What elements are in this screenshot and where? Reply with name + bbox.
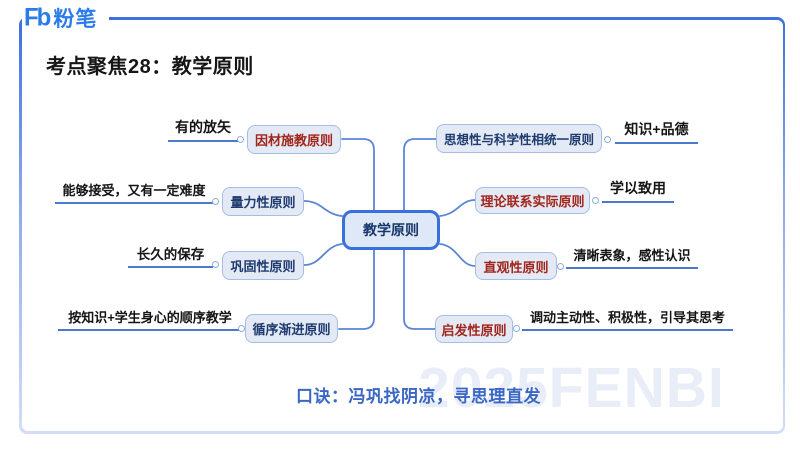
mindmap-node-yincaishijiao: 因材施教原则 (247, 125, 341, 154)
mindmap-node-liangli: 量力性原则 (222, 187, 304, 216)
fenbi-logo-icon: Fb (24, 3, 51, 32)
mindmap-node-gonggu: 巩固性原则 (222, 251, 304, 280)
fenbi-logo-text: 粉笔 (53, 8, 98, 31)
note-youdefangshi: 有的放矢 (168, 117, 238, 142)
junction-ring-icon (592, 197, 599, 204)
mindmap-node-qifaxing: 启发性原则 (435, 315, 513, 343)
mindmap-node-sixiangxing: 思想性与科学性相统一原则 (436, 124, 602, 153)
mindmap-node-xunxujianjin: 循序渐进原则 (245, 314, 338, 343)
note-xueyizhiyong: 学以致用 (602, 178, 674, 203)
note-changjiubaocun: 长久的保存 (128, 243, 213, 268)
junction-ring-icon (238, 325, 245, 332)
junction-ring-icon (212, 261, 219, 268)
mindmap-node-zhiguanxing: 直观性原则 (475, 252, 557, 280)
note-nenggoujieshou: 能够接受，又有一定难度 (55, 180, 213, 204)
mindmap-node-lilunlianxi: 理论联系实际原则 (475, 187, 590, 214)
mindmap-node-center: 教学原则 (342, 210, 440, 250)
watermark: 2025FENBI (418, 356, 725, 420)
fenbi-logo: Fb 粉笔 (22, 2, 110, 34)
note-anzhishi: 按知识+学生身心的顺序教学 (58, 307, 242, 331)
junction-ring-icon (513, 325, 520, 332)
page-title: 考点聚焦28：教学原则 (46, 56, 254, 78)
note-zhishipinde: 知识+品德 (615, 119, 698, 144)
junction-ring-icon (604, 136, 611, 143)
note-qingxibiaoxiang: 清晰表象，感性认识 (566, 245, 698, 269)
junction-ring-icon (557, 263, 564, 270)
mnemonic-line: 口诀：冯巩找阴凉，寻思理直发 (296, 387, 541, 406)
note-diaodongzhudongxing: 调动主动性、积极性，引导其思考 (522, 307, 733, 331)
junction-ring-icon (237, 136, 244, 143)
junction-ring-icon (212, 198, 219, 205)
